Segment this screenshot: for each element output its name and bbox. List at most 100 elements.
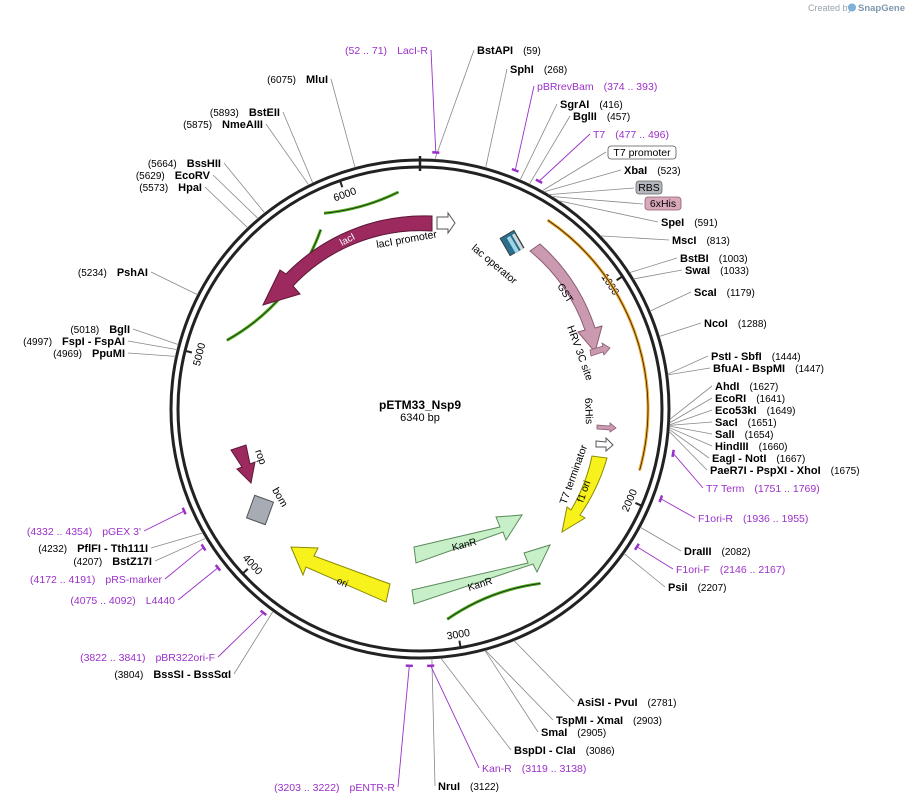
bp-tick (183, 349, 193, 354)
enzyme-site-mlui[interactable]: MluI (6075) (267, 74, 328, 86)
rop-arrow[interactable] (230, 444, 256, 485)
enzyme-site-pshai[interactable]: PshAI(5234) (78, 267, 148, 279)
enzyme-site-asisi-pvui[interactable]: AsiSI - PvuI(2781) (577, 697, 676, 709)
primer-pentr-r[interactable]: pENTR-R(3203 .. 3222) (274, 782, 395, 794)
enzyme-site-ecori[interactable]: EcoRI(1641) (715, 393, 785, 405)
enzyme-site-bstbi[interactable]: BstBI(1003) (680, 253, 748, 265)
enzyme-position: (4997) (23, 337, 52, 348)
bp-tick-label: 2000 (620, 487, 640, 513)
enzyme-site-ppumi[interactable]: PpuMI(4969) (53, 348, 125, 360)
enzyme-site-hindiii[interactable]: HindIII(1660) (715, 441, 788, 453)
enzyme-position: (1179) (727, 288, 755, 299)
enzyme-site-bstapi[interactable]: BstAPI(59) (477, 45, 541, 57)
primer-mark (259, 609, 268, 616)
primer-pbr322ori-f[interactable]: pBR322ori-F(3822 .. 3841) (80, 652, 215, 664)
enzyme-position: (4969) (53, 349, 82, 360)
primer-pgex-3[interactable]: pGEX 3'(4332 .. 4354) (27, 526, 141, 538)
primer-range: (4075 .. 4092) (70, 595, 135, 607)
enzyme-site-eagi-noti[interactable]: EagI - NotI(1667) (712, 453, 805, 465)
enzyme-leader (127, 352, 176, 357)
f1-ori-arrow[interactable] (561, 455, 608, 534)
enzyme-site-draiii[interactable]: DraIII(2082) (684, 546, 750, 558)
enzyme-name: BstZ17I (112, 556, 152, 568)
enzyme-site-bspdi-clai[interactable]: BspDI - ClaI(3086) (514, 745, 615, 757)
enzyme-site-tspmi-xmai[interactable]: TspMI - XmaI(2903) (556, 715, 662, 727)
his-tag-arrow[interactable] (596, 422, 617, 433)
primer-range: (1751 .. 1769) (754, 483, 819, 495)
orf-arc-green-lower[interactable] (446, 581, 541, 621)
enzyme-site-sali[interactable]: SalI(1654) (715, 429, 773, 441)
enzyme-site-nrui[interactable]: NruI (3122) (438, 781, 499, 793)
enzyme-position: (1651) (748, 418, 777, 429)
kanr-arrow-1[interactable] (413, 514, 523, 564)
enzyme-site-bfuai-bspmi[interactable]: BfuAI - BspMI(1447) (713, 363, 824, 375)
primer-kan-r[interactable]: Kan-R(3119 .. 3138) (482, 763, 586, 775)
bp-tick (635, 502, 644, 508)
enzyme-site-ahdi[interactable]: AhdI(1627) (715, 381, 778, 393)
enzyme-site-bglii[interactable]: BglII(457) (573, 111, 630, 123)
primer-l4440[interactable]: L4440(4075 .. 4092) (70, 595, 175, 607)
enzyme-site-bgli[interactable]: BglI(5018) (70, 324, 130, 336)
primer-laci-r[interactable]: LacI-R(52 .. 71) (345, 45, 428, 57)
enzyme-site-hpai[interactable]: HpaI(5573) (139, 182, 202, 194)
primer-prs-marker[interactable]: pRS-marker(4172 .. 4191) (30, 574, 162, 586)
bom-block[interactable] (245, 494, 275, 526)
enzyme-leader (132, 328, 179, 345)
enzyme-site-bstz17i[interactable]: BstZ17I(4207) (73, 556, 152, 568)
rbs-box[interactable]: RBS (635, 180, 663, 195)
laci-feature-arrow[interactable] (262, 215, 433, 306)
ori-arrow[interactable] (290, 546, 391, 603)
gst-feature-arrow[interactable] (529, 243, 603, 354)
laci-promoter-arrow[interactable] (436, 211, 456, 235)
hrv-site-arrow[interactable] (589, 342, 611, 357)
enzyme-site-bsshii[interactable]: BssHII(5664) (148, 158, 221, 170)
enzyme-name: AsiSI - PvuI (577, 697, 638, 709)
primer-t7[interactable]: T7(477 .. 496) (593, 129, 669, 141)
enzyme-position: (1288) (738, 319, 767, 330)
primer-t7-term[interactable]: T7 Term(1751 .. 1769) (706, 483, 820, 495)
enzyme-site-ecorv[interactable]: EcoRV(5629) (136, 170, 211, 182)
enzyme-position: (2903) (633, 716, 662, 727)
enzyme-position: (3122) (470, 782, 499, 793)
kanr-arrow-2[interactable] (411, 544, 551, 605)
enzyme-name: BfuAI - BspMI (713, 363, 785, 375)
enzyme-site-scai[interactable]: ScaI(1179) (694, 287, 755, 299)
enzyme-site-spei[interactable]: SpeI(591) (661, 217, 718, 229)
enzyme-site-sphi[interactable]: SphI(268) (510, 64, 567, 76)
enzyme-position: (5018) (70, 325, 99, 336)
t7-promoter-box[interactable]: T7 promoter (607, 145, 677, 160)
primer-pbrrevbam[interactable]: pBRrevBam(374 .. 393) (537, 81, 657, 93)
enzyme-name: NcoI (704, 318, 728, 330)
enzyme-site-psti-sbfi[interactable]: PstI - SbfI(1444) (711, 351, 801, 363)
lac-operator-block[interactable] (499, 229, 525, 257)
enzyme-site-fspi-fspai[interactable]: FspI - FspAI(4997) (23, 336, 125, 348)
enzyme-leader (440, 657, 512, 751)
enzyme-site-xbai[interactable]: XbaI(523) (624, 165, 681, 177)
enzyme-site-saci[interactable]: SacI(1651) (715, 417, 777, 429)
enzyme-position: (6075) (267, 75, 296, 86)
enzyme-site-sgrai[interactable]: SgrAI(416) (560, 99, 623, 111)
t7-terminator-arrow[interactable] (595, 436, 614, 453)
primer-range: (2146 .. 2167) (720, 564, 785, 576)
enzyme-site-bsteii[interactable]: BstEII(5893) (210, 107, 280, 119)
enzyme-site-psii[interactable]: PsiI(2207) (668, 582, 726, 594)
primer-f1ori-f[interactable]: F1ori-F(2146 .. 2167) (676, 564, 785, 576)
enzyme-site-smai[interactable]: SmaI(2905) (541, 727, 606, 739)
primer-leader (636, 546, 674, 570)
enzyme-site-pflfi-tth111i[interactable]: PflFI - Tth111I(4232) (38, 543, 148, 555)
enzyme-leader (667, 367, 711, 376)
enzyme-position: (457) (607, 112, 630, 123)
enzyme-name: NruI (438, 781, 460, 793)
enzyme-site-ncoi[interactable]: NcoI (1288) (704, 318, 767, 330)
enzyme-site-bsssi-bsss-i[interactable]: BssSI - BssSαI(3804) (114, 669, 231, 681)
enzyme-leader (633, 269, 683, 280)
enzyme-site-eco53ki[interactable]: Eco53kI(1649) (715, 405, 796, 417)
enzyme-name: MluI (306, 74, 328, 86)
enzyme-site-swai[interactable]: SwaI(1033) (685, 265, 749, 277)
enzyme-site-paer7i-pspxi-xhoi[interactable]: PaeR7I - PspXI - XhoI(1675) (710, 465, 860, 477)
enzyme-site-msci[interactable]: MscI(813) (672, 235, 730, 247)
orf-arc-orange[interactable] (546, 218, 650, 471)
enzyme-site-nmeaiii[interactable]: NmeAIII(5875) (183, 119, 263, 131)
primer-f1ori-r[interactable]: F1ori-R(1936 .. 1955) (698, 513, 808, 525)
his-tag-box[interactable]: 6xHis (644, 196, 682, 211)
